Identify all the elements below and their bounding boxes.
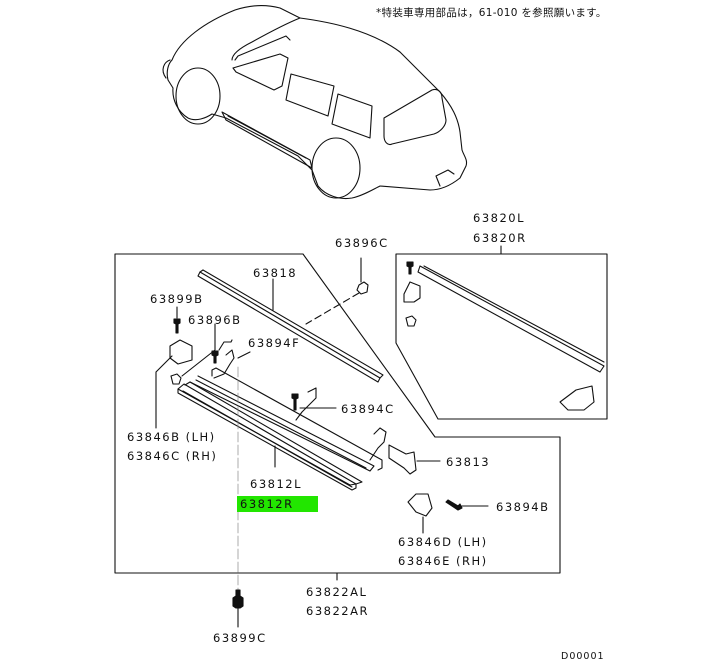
label-63812R[interactable]: 63812R [237,496,318,512]
label-63822AL[interactable]: 63822AL [306,585,368,599]
vehicle-illustration [162,5,468,200]
part-63896C-clip [305,257,369,325]
part-63894F [211,339,251,379]
part-63846B-bracket [169,339,193,365]
label-63818[interactable]: 63818 [253,266,298,280]
part-63899C-bolt [232,589,244,628]
part-63899B-bolt [173,306,181,334]
label-63846E-RH[interactable]: 63846E (RH) [398,554,488,568]
label-63812L[interactable]: 63812L [250,477,302,491]
part-63812-step-bar [177,367,383,491]
label-63820R[interactable]: 63820R [473,231,527,245]
label-63846C-RH[interactable]: 63846C (RH) [127,449,218,463]
label-63822AR[interactable]: 63822AR [306,604,369,618]
special-vehicle-note: *特装車専用部品は，61-010 を参照願います。 [376,7,607,19]
label-63899B[interactable]: 63899B [150,292,204,306]
label-63894B[interactable]: 63894B [496,500,550,514]
part-rear-bracket [369,427,387,461]
label-63896B[interactable]: 63896B [188,313,242,327]
label-63894C[interactable]: 63894C [341,402,395,416]
highlighted-part-63812R[interactable]: 63812R [237,496,318,512]
inset-group-outline [395,253,608,420]
label-63894F[interactable]: 63894F [248,336,301,350]
part-63813-bracket [388,444,417,475]
label-63846D-LH[interactable]: 63846D (LH) [398,535,488,549]
label-63813[interactable]: 63813 [446,455,491,469]
diagram-code: D00001 [561,651,605,662]
inset-parts [403,261,605,411]
main-group-outline [114,253,561,574]
part-63846D-bracket [407,493,433,517]
label-63820L[interactable]: 63820L [473,211,525,225]
part-63894C [291,387,337,421]
part-63896B-clip [170,373,182,385]
label-63846B-LH[interactable]: 63846B (LH) [127,430,216,444]
part-63818-strip [197,269,384,383]
part-63894B-bolt [445,499,463,511]
label-63899C[interactable]: 63899C [213,631,267,645]
label-63896C[interactable]: 63896C [335,236,389,250]
